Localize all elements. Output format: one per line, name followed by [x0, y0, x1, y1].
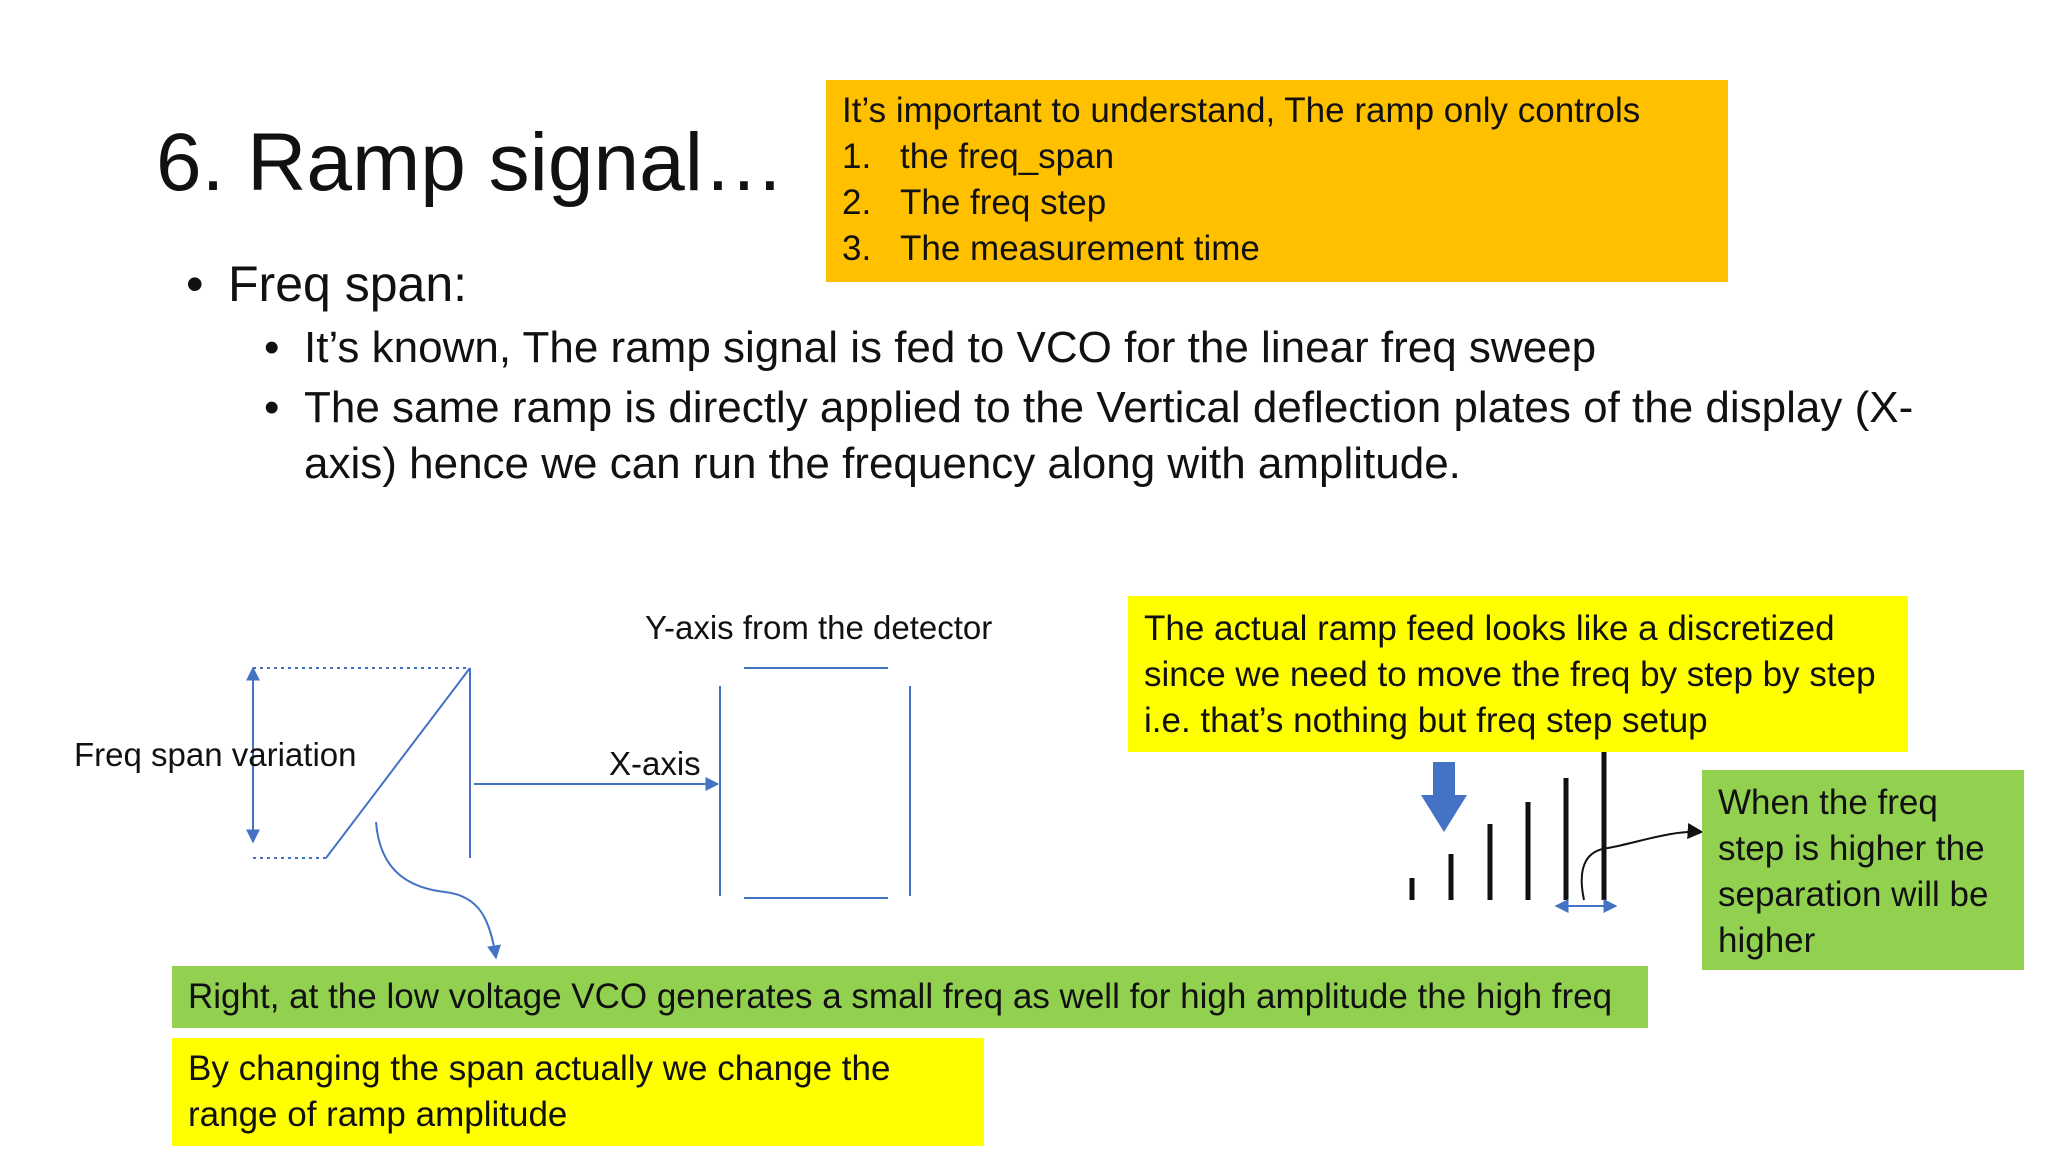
list-text: The measurement time [900, 229, 1260, 268]
bullet-dot: • [186, 256, 204, 312]
note-vco: Right, at the low voltage VCO generates … [172, 966, 1648, 1028]
callout-discretized: The actual ramp feed looks like a discre… [1128, 596, 1908, 752]
bullet-level2: • It’s known, The ramp signal is fed to … [264, 320, 1986, 376]
list-number: 1. [842, 137, 872, 176]
bullet-text: The same ramp is directly applied to the… [304, 383, 1914, 488]
x-axis-label: X-axis [609, 745, 701, 782]
ramp-line [325, 667, 471, 859]
freq-span-label: Freq span variation [74, 736, 357, 773]
y-axis-label: Y-axis from the detector [645, 609, 993, 646]
list-item: 2. The freq step [842, 180, 1712, 226]
callout-list: 1. the freq_span 2. The freq step 3. The me… [842, 134, 1712, 272]
list-item: 1. the freq_span [842, 134, 1712, 180]
slide-title: 6. Ramp signal… [156, 117, 785, 208]
note-span-range: By changing the span actually we change … [172, 1038, 984, 1146]
list-text: The freq step [900, 183, 1107, 222]
curved-arrow [375, 821, 501, 960]
bullet-list: • Freq span: • It’s known, The ramp sign… [186, 252, 1986, 492]
bullet-level1: • Freq span: [186, 252, 1986, 316]
pointer-arrow [1580, 823, 1704, 901]
list-number: 2. [842, 183, 872, 222]
bullet-dot: • [264, 383, 280, 432]
bullet-level2: • The same ramp is directly applied to t… [264, 380, 1986, 492]
bullet-text: Freq span: [228, 256, 468, 312]
down-arrow-icon [1421, 762, 1467, 832]
callout-intro: It’s important to understand, The ramp o… [842, 91, 1641, 130]
list-number: 3. [842, 229, 872, 268]
list-item: 3. The measurement time [842, 226, 1712, 272]
bullet-dot: • [264, 323, 280, 372]
bullet-text: It’s known, The ramp signal is fed to VC… [304, 323, 1597, 372]
list-text: the freq_span [900, 137, 1115, 176]
callout-ramp-controls: It’s important to understand, The ramp o… [826, 80, 1728, 282]
callout-separation: When the freq step is higher the separat… [1702, 770, 2024, 970]
